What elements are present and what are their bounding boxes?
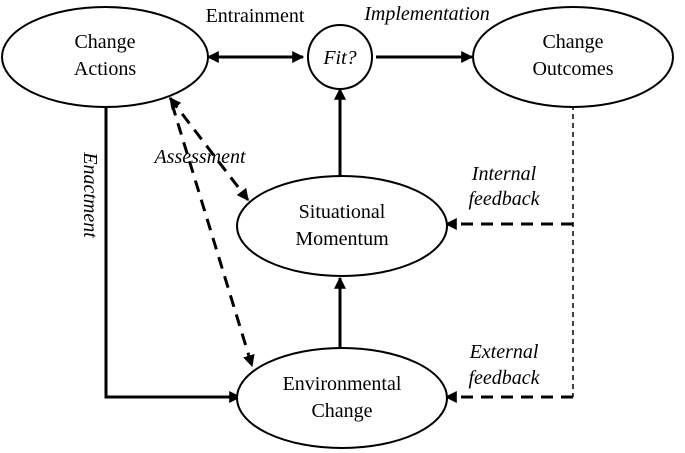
label-enactment: Enactment [79,151,101,238]
node-change-outcomes-line1: Change [542,31,603,53]
node-change-actions-line2: Actions [74,58,136,80]
connectors [104,51,574,403]
label-assessment: Assessment [152,146,246,168]
label-external-feedback-line1: External [469,341,539,363]
label-implementation: Implementation [363,3,490,25]
node-change-actions-line1: Change [74,31,135,53]
label-external-feedback-line2: feedback [468,367,540,389]
node-situational-momentum-line2: Momentum [295,228,389,250]
label-internal-feedback-line2: feedback [468,188,540,210]
node-change-actions: Change Actions [1,6,209,108]
node-environmental-change: Environmental Change [236,347,448,449]
label-entrainment: Entrainment [206,5,305,27]
label-internal-feedback-line1: Internal [471,163,537,185]
node-change-outcomes-line2: Outcomes [532,58,613,80]
node-situational-momentum: Situational Momentum [236,175,448,277]
assessment-to-environment-arrow [170,103,255,368]
node-situational-momentum-line1: Situational [299,201,386,223]
enactment-arrow [104,108,242,403]
assessment-arrow [168,97,250,201]
node-fit-label: Fit? [322,47,356,69]
node-change-outcomes: Change Outcomes [472,6,674,108]
node-environmental-change-line2: Change [311,400,372,422]
node-fit: Fit? [307,24,373,90]
node-environmental-change-line1: Environmental [283,373,402,395]
